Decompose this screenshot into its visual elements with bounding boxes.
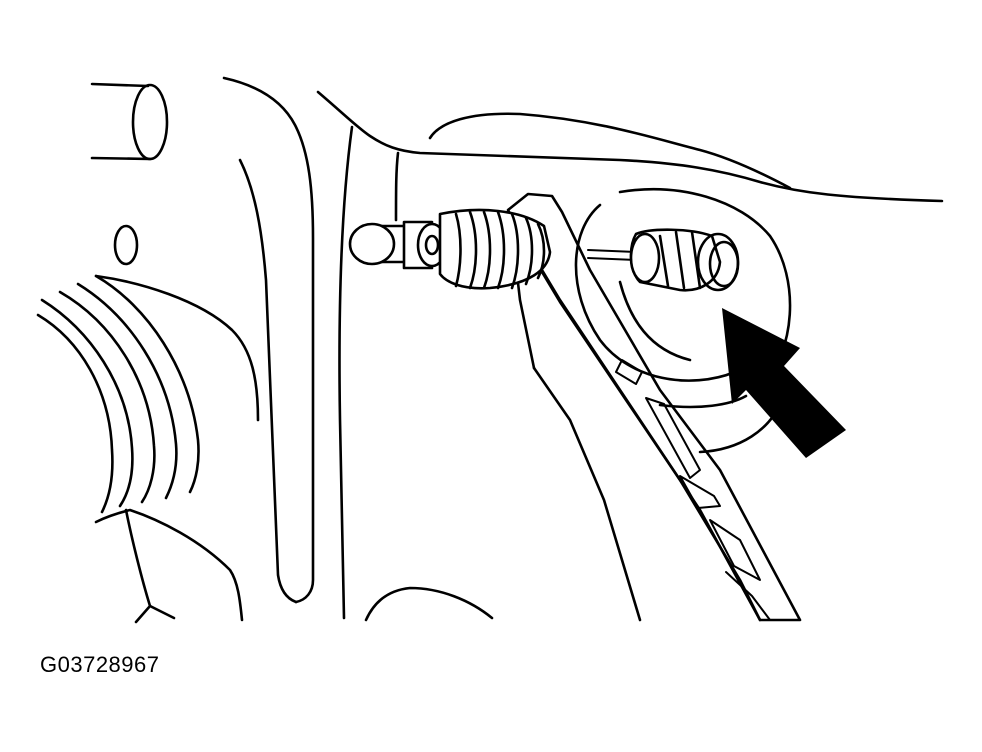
cylinder-stub bbox=[90, 82, 169, 161]
lower-arch bbox=[364, 586, 494, 622]
brake-light-switch bbox=[574, 188, 792, 454]
mounting-hole bbox=[113, 224, 139, 266]
pointer-arrow-icon bbox=[722, 308, 846, 458]
pedal-bracket bbox=[222, 76, 944, 620]
return-spring bbox=[348, 208, 552, 290]
ribbed-housing bbox=[36, 274, 260, 624]
pedal-assembly-illustration bbox=[36, 76, 944, 624]
figure-id-label: G03728967 bbox=[40, 652, 160, 677]
